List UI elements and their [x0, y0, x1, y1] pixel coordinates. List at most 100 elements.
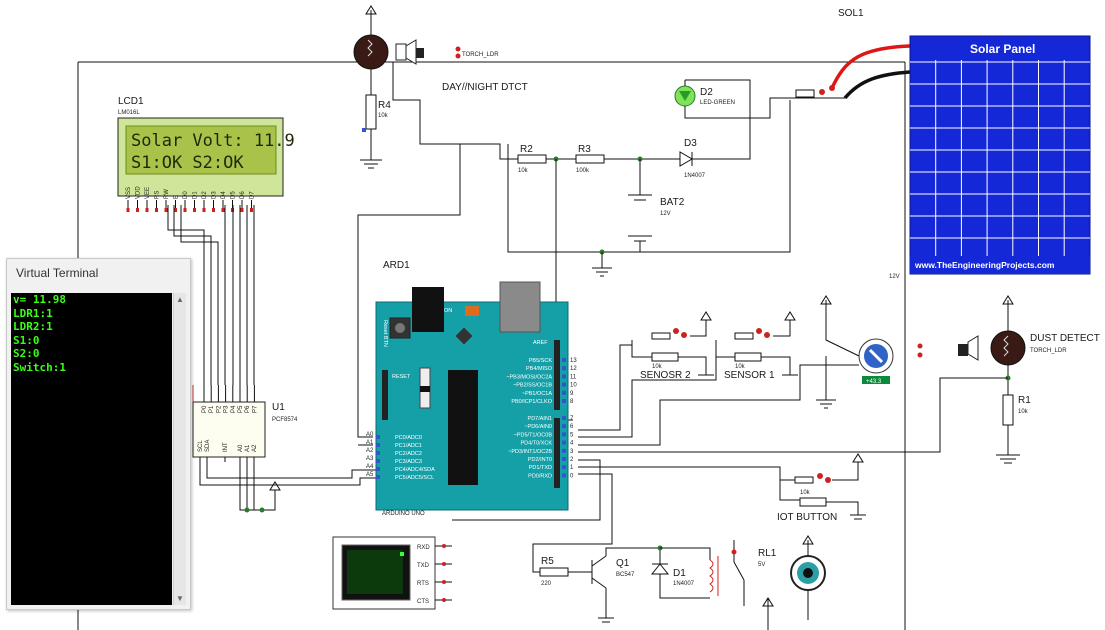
arduino-pin [376, 475, 380, 479]
arduino-left-wires [357, 144, 461, 446]
arduino-board[interactable] [375, 281, 569, 511]
arduino-pin [562, 358, 566, 362]
solar-panel[interactable] [909, 35, 1091, 275]
arduino-pin [562, 424, 566, 429]
arduino-analog-label: PC1/ADC1 [395, 443, 422, 449]
scroll-up-icon[interactable]: ▲ [176, 295, 184, 304]
virtual-terminal-screen[interactable]: v= 11.98 LDR1:1 LDR2:1 S1:0 S2:0 Switch:… [11, 293, 172, 605]
arduino-d-number: 2 [570, 457, 574, 463]
iot-button[interactable] [780, 453, 866, 520]
lcd-pin-label: D0 [183, 191, 189, 199]
sensor-2-switch[interactable] [631, 311, 714, 376]
lcd-pin-end [174, 208, 177, 212]
terminal-scrollbar[interactable]: ▲ ▼ [173, 293, 186, 605]
lcd-pin-label: D2 [202, 191, 208, 199]
d3-part: 1N4007 [684, 173, 706, 179]
sensor-1-label: SENSOR 1 [724, 370, 775, 381]
arduino-a-label: A2 [366, 448, 374, 454]
sensor-1-resistor-value: 10k [735, 364, 746, 370]
d3-label: D3 [684, 138, 697, 149]
arduino-aref: AREF [533, 340, 548, 346]
pcf-pin-label: SDA [205, 440, 211, 452]
torch-icon [395, 39, 424, 65]
lcd-pin-end [155, 208, 158, 212]
lcd-pin-label: RS [155, 191, 161, 199]
arduino-analog-label: PC5/ADC5/SCL [395, 475, 434, 481]
lcd-pin-label: D6 [240, 191, 246, 199]
transistor-q1[interactable] [591, 547, 660, 623]
lcd-pin-end [202, 208, 206, 212]
resistor-r1[interactable] [996, 375, 1020, 464]
scroll-down-icon[interactable]: ▼ [176, 594, 184, 603]
pcf8574-u1[interactable] [192, 385, 266, 458]
arduino-d-number: 13 [570, 358, 577, 364]
lcd-to-pcf-wires [167, 205, 255, 385]
pcf-bottom-wires [199, 457, 378, 513]
arduino-digital-label: PD4/T0/XCK [521, 441, 553, 447]
resistor-r4[interactable] [360, 94, 382, 169]
motor-fan[interactable] [816, 295, 894, 409]
arduino-digital-label: PD7/AIN1 [528, 416, 552, 422]
arduino-d-number: 3 [570, 449, 574, 455]
arduino-pin [562, 473, 566, 478]
arduino-pin [376, 435, 380, 439]
resistor-r5[interactable] [539, 567, 592, 577]
q1-label: Q1 [616, 558, 630, 569]
arduino-d-number: 1 [570, 465, 574, 471]
arduino-analog-label: PC3/ADC3 [395, 459, 422, 465]
lcd-pin-end [250, 208, 253, 212]
solar-cables [830, 44, 911, 100]
sensor-2-resistor-value: 10k [652, 364, 663, 370]
pcf-pin-label: P3 [224, 405, 230, 413]
arduino-pin [562, 374, 566, 379]
serial-terminal-block[interactable] [332, 536, 452, 610]
solar-switch[interactable] [790, 85, 845, 99]
arduino-d-number: 10 [570, 383, 577, 389]
arduino-digital-label: ~PB3/MOSI/OC2A [506, 374, 552, 380]
led-d2[interactable] [674, 79, 790, 119]
lcd-display: Solar Volt: 11.9 S1:OK S2:OK [117, 117, 295, 197]
term-rts: RTS [417, 581, 429, 587]
arduino-pin [562, 390, 566, 395]
arduino-d-number: 12 [570, 366, 577, 372]
arduino-pin [562, 465, 566, 470]
dust-torch-ldr-label: TORCH_LDR [1030, 348, 1067, 354]
lcd-pin-end [145, 208, 149, 212]
r5-label: R5 [541, 556, 554, 567]
solar-panel-title: Solar Panel [970, 42, 1035, 56]
d1-label: D1 [673, 568, 686, 579]
q1-part: BC547 [616, 572, 635, 578]
lcd-pin-label: VSS [126, 187, 132, 199]
relay-rl1[interactable] [660, 540, 774, 630]
sensor-1-switch[interactable] [715, 311, 798, 376]
term-cts: CTS [417, 599, 429, 605]
diode-d1[interactable] [650, 545, 710, 599]
lcd-pin-label: VDD [136, 186, 142, 199]
pcf-pin-label: P6 [245, 405, 251, 413]
arduino-d-number: 4 [570, 441, 574, 447]
arduino-analog-label: PC0/ADC0 [395, 435, 422, 441]
resistor-r3[interactable] [575, 154, 605, 164]
virtual-terminal-window[interactable]: Virtual Terminal v= 11.98 LDR1:1 LDR2:1 … [6, 258, 191, 610]
arduino-pin [376, 451, 380, 455]
lcd-pin-label: E [174, 195, 180, 199]
pump-motor[interactable] [790, 535, 826, 620]
arduino-digital-label: PB4/MISO [526, 366, 553, 372]
d2-part: LED-GREEN [700, 100, 735, 106]
torch-ldr-top[interactable] [353, 5, 461, 95]
dust-ldr[interactable] [990, 295, 1026, 395]
pcf-pin-label: A0 [238, 444, 244, 452]
lcd-pin-end [193, 208, 196, 212]
torch-ldr-top-label: TORCH_LDR [462, 52, 499, 58]
lcd-pin-label: VEE [145, 187, 151, 199]
arduino-pin [562, 382, 566, 387]
arduino-a-label: A3 [366, 456, 374, 462]
arduino-part: ARDUINO UNO [382, 511, 425, 517]
resistor-r2[interactable] [517, 154, 547, 164]
arduino-pin [562, 416, 566, 420]
arduino-reset-btn: Reset BTN [382, 320, 388, 347]
solar-panel-url: www.TheEngineeringProjects.com [914, 260, 1055, 270]
arduino-a-label: A5 [366, 472, 374, 478]
sensor-2-label: SENOSR 2 [640, 370, 691, 381]
